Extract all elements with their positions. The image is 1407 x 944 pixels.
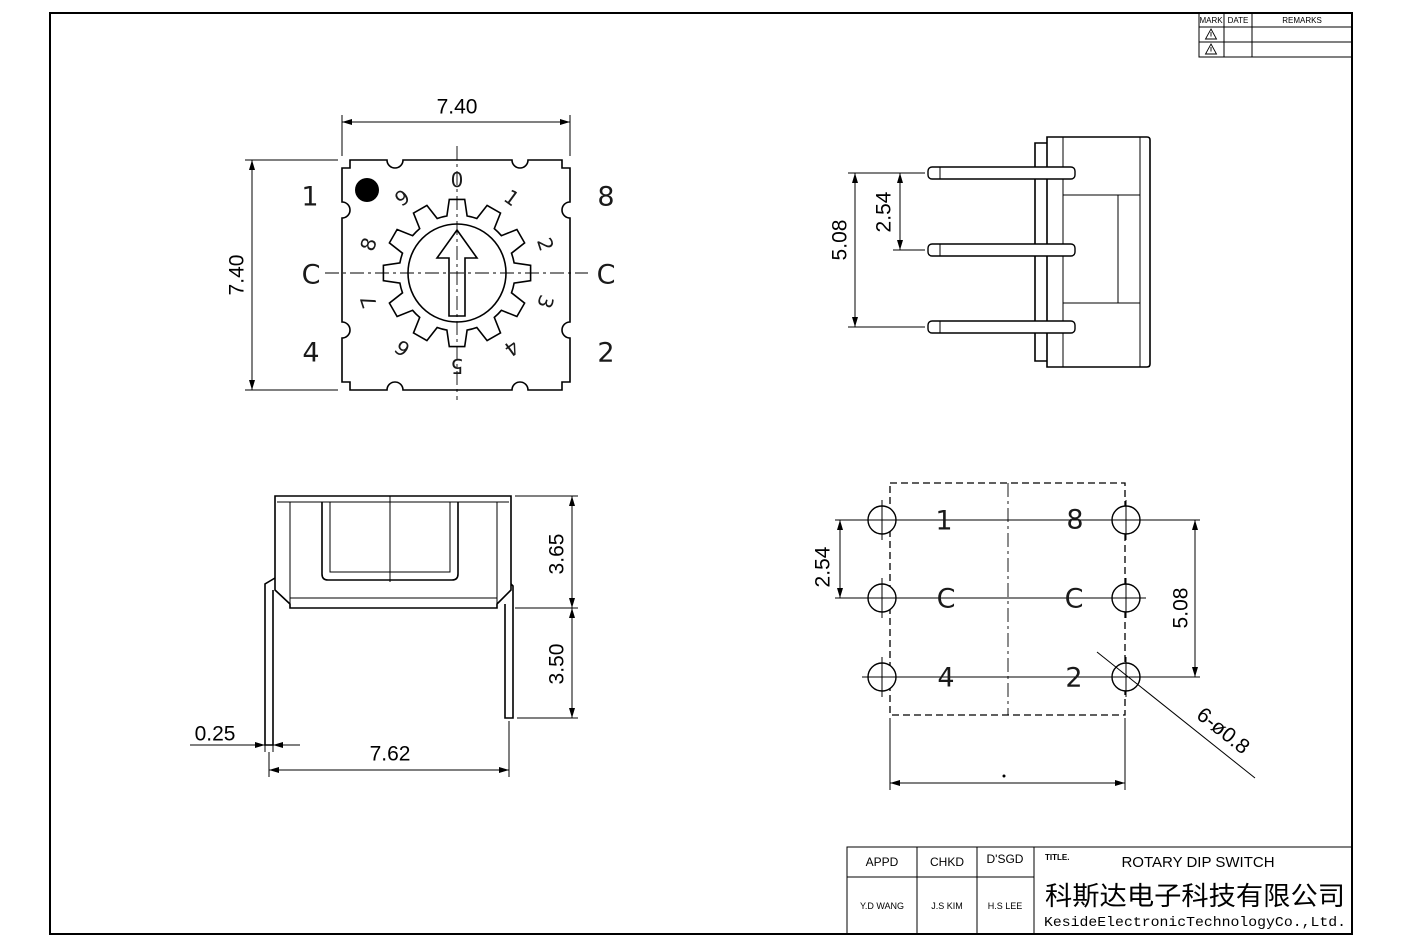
side-pin [927, 320, 1076, 334]
top-view-body-outline [341, 159, 571, 391]
side-body-outline [1046, 136, 1151, 368]
footprint-pin-label: C [1065, 584, 1084, 615]
front-view: 3.65 3.50 0.25 7.62 [190, 495, 578, 777]
designed-by: H.S LEE [988, 901, 1023, 911]
top-pin-label: 1 [301, 182, 318, 213]
revision-table: MARK DATE REMARKS [1198, 12, 1353, 58]
checked-by: J.S KIM [931, 901, 963, 911]
company-name-chinese: 科斯达电子科技有限公司 [1045, 882, 1345, 912]
title-label: TITLE. [1045, 853, 1069, 862]
top-height-dimension: 7.40 [226, 255, 249, 296]
top-view: 0 1 2 3 4 5 6 7 8 9 1 8 C C 4 2 7.40 7.4… [226, 96, 616, 400]
top-pin-label: 8 [597, 182, 614, 213]
top-pin-label: 4 [302, 338, 319, 369]
front-lead-span-dimension: 7.62 [370, 743, 411, 766]
right-lead [504, 583, 514, 719]
appd-label: APPD [866, 855, 899, 869]
footprint-pin-label: C [937, 584, 956, 615]
front-body-height-dimension: 3.65 [546, 534, 569, 575]
revision-header-mark: MARK [1199, 16, 1223, 25]
top-width-dimension: 7.40 [437, 96, 478, 119]
revision-header-date: DATE [1228, 16, 1249, 25]
dial-digit: 5 [451, 354, 464, 378]
revision-triangle-icon [1204, 28, 1218, 40]
top-pin-label: C [302, 260, 321, 291]
footprint-hole [862, 578, 902, 618]
top-pin-label: 2 [597, 338, 614, 369]
side-view: 2.54 5.08 [829, 136, 1151, 368]
footprint-pin-label: 1 [935, 506, 952, 537]
dial-gear [382, 198, 532, 348]
footprint-pitch-dimension: 2.54 [812, 546, 835, 587]
side-span-dimension: 5.08 [829, 220, 852, 261]
dimension-dot [1002, 774, 1006, 778]
footprint-pin-label: 4 [937, 663, 954, 694]
side-pin [927, 243, 1076, 257]
footprint-span-dimension: 5.08 [1170, 588, 1193, 629]
title-block: APPD CHKD D'SGD TITLE. ROTARY DIP SWITCH… [846, 846, 1353, 935]
chkd-label: CHKD [930, 855, 964, 869]
dsgd-label: D'SGD [987, 852, 1024, 866]
pin-one-marker-dot [355, 178, 379, 202]
revision-triangle-icon [1204, 43, 1218, 55]
footprint-pin-label: 8 [1066, 505, 1083, 536]
footprint-hole [1106, 578, 1146, 618]
side-pin [927, 166, 1076, 180]
sheet-border [49, 12, 1353, 935]
dial-digit: 0 [451, 168, 464, 192]
drawing-title: ROTARY DIP SWITCH [1121, 854, 1274, 871]
footprint-hole [1106, 500, 1146, 540]
dial-inner-circle [407, 223, 507, 323]
side-pitch-dimension: 2.54 [873, 191, 896, 232]
approved-by: Y.D WANG [860, 901, 904, 911]
front-lead-length-dimension: 3.50 [546, 644, 569, 685]
front-lead-width-dimension: 0.25 [195, 723, 236, 746]
dial-arrow-icon [435, 228, 479, 317]
title-block-frame [846, 846, 1353, 935]
top-pin-label: C [597, 260, 616, 291]
footprint-hole [862, 500, 902, 540]
company-name-english: KesideElectronicTechnologyCo.,Ltd. [1044, 915, 1346, 931]
revision-table-frame [1198, 12, 1353, 58]
revision-header-remarks: REMARKS [1282, 16, 1322, 25]
hole-leader-line [1096, 651, 1256, 779]
front-body-outline [274, 495, 512, 609]
footprint-hole [862, 657, 902, 697]
footprint-pin-label: 2 [1065, 663, 1082, 694]
